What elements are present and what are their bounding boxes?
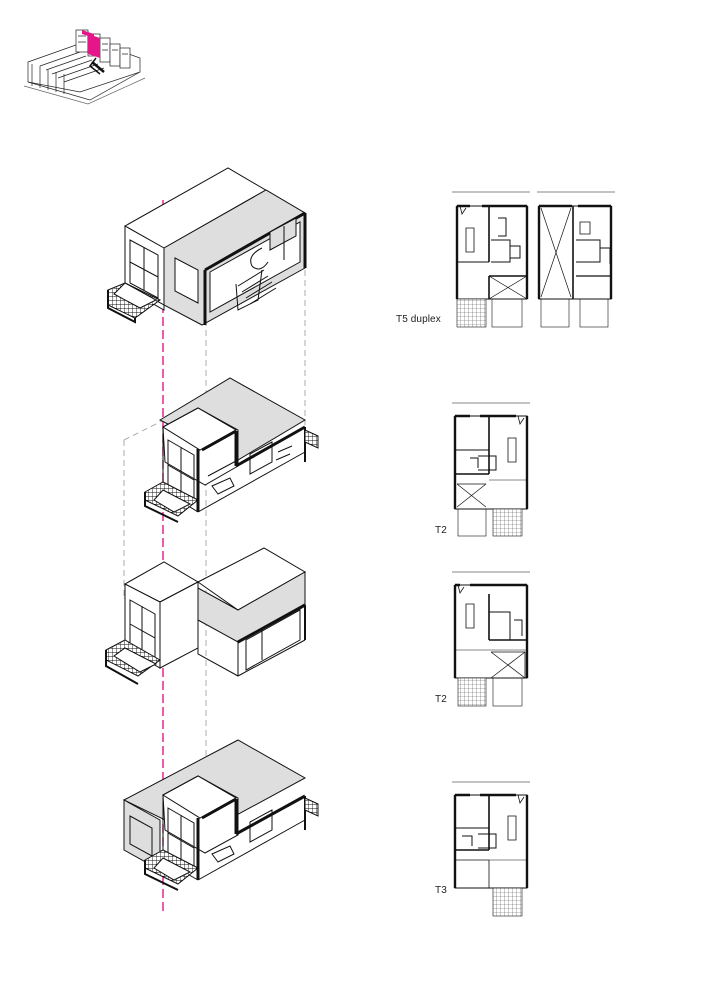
axon-t2-upper <box>144 377 319 523</box>
label-t5-duplex: T5 duplex <box>396 314 441 325</box>
key-plan-thumbnail <box>23 29 146 105</box>
plan-t2-lower <box>452 571 530 707</box>
plan-t5-duplex <box>452 191 615 328</box>
label-t3: T3 <box>435 885 447 896</box>
label-t2-lower: T2 <box>435 694 447 705</box>
key-plan-highlight <box>82 30 100 58</box>
plan-t2-upper <box>452 402 530 537</box>
guide-lines <box>123 250 306 800</box>
label-t2-upper: T2 <box>435 525 447 536</box>
axon-t2-lower <box>105 547 307 685</box>
axon-t5-duplex <box>107 167 307 326</box>
plan-t3 <box>452 781 530 917</box>
axon-t3 <box>122 739 319 891</box>
